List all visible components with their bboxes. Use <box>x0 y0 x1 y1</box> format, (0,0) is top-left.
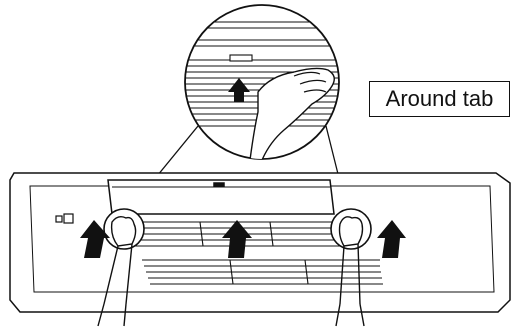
around-tab-callout: Around tab <box>369 81 510 117</box>
magnifier-circle-icon <box>185 5 340 160</box>
ceiling-panel <box>10 173 510 312</box>
around-tab-label: Around tab <box>386 86 494 112</box>
